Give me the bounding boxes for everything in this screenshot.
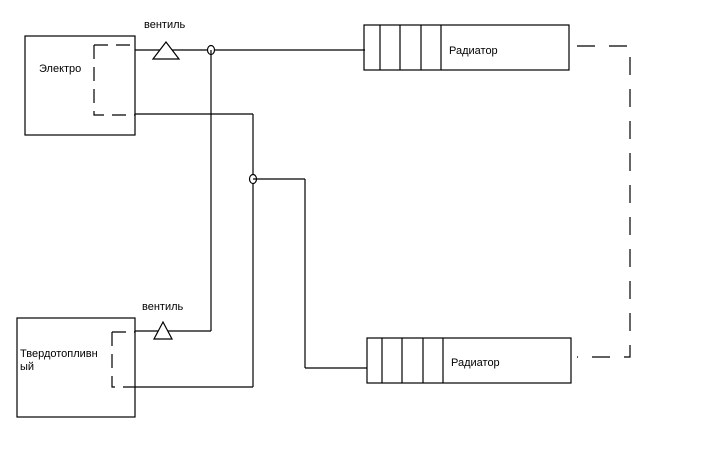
solid-fuel-boiler-label: Твердотопливн ый <box>20 348 98 373</box>
electric-boiler-label: Электро <box>39 63 82 75</box>
radiator-top-box <box>363 24 570 71</box>
electric-boiler-internal-loop <box>93 44 137 116</box>
solid-fuel-internal-loop <box>111 331 135 388</box>
radiator-top-label: Радиатор <box>449 45 498 57</box>
valve-bottom-label: вентиль <box>142 301 184 313</box>
radiator-bottom-box <box>366 337 572 384</box>
solid-fuel-boiler-box <box>16 317 136 418</box>
electric-boiler-box <box>24 35 136 136</box>
valve-top-icon <box>151 41 181 60</box>
valve-top-label: вентиль <box>144 19 186 31</box>
valve-bottom-icon <box>153 320 173 340</box>
radiator-return-dashed <box>577 45 631 358</box>
radiator-bottom-label: Радиатор <box>451 357 500 369</box>
